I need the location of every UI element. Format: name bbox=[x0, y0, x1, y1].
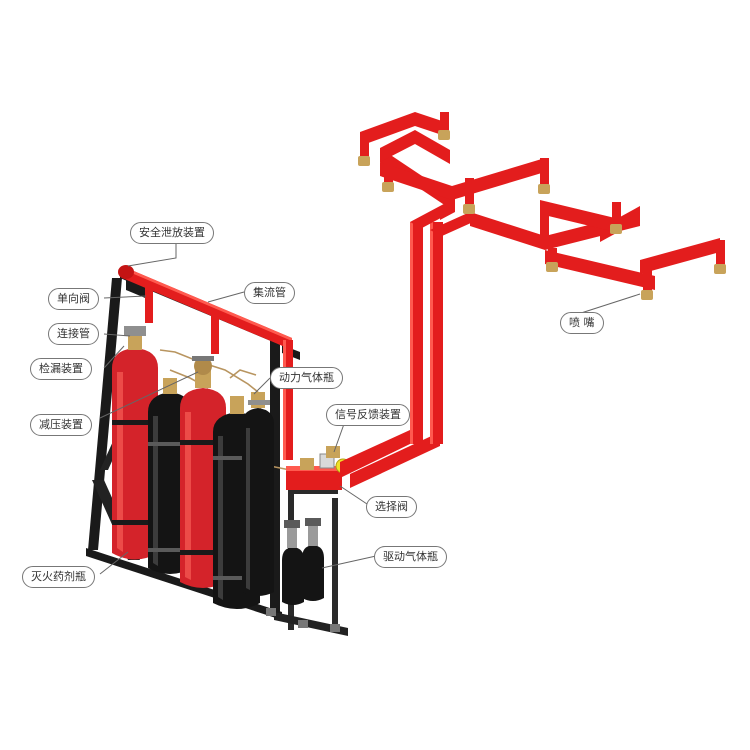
label-safety-relief-device: 安全泄放装置 bbox=[130, 222, 214, 244]
label-leak-detector: 检漏装置 bbox=[30, 358, 92, 380]
manifold-pipe bbox=[118, 265, 293, 460]
discharge-piping bbox=[340, 112, 725, 488]
label-connecting-pipe: 连接管 bbox=[48, 323, 99, 345]
label-power-gas-cylinder: 动力气体瓶 bbox=[270, 367, 343, 389]
selector-valve bbox=[286, 446, 351, 490]
label-nozzle: 喷 嘴 bbox=[560, 312, 604, 334]
nozzles bbox=[358, 130, 726, 300]
label-manifold: 集流管 bbox=[244, 282, 295, 304]
drive-gas-cylinders bbox=[282, 518, 324, 605]
label-pressure-reducer: 减压装置 bbox=[30, 414, 92, 436]
label-selector-valve: 选择阀 bbox=[366, 496, 417, 518]
label-check-valve: 单向阀 bbox=[48, 288, 99, 310]
label-drive-gas-cylinder: 驱动气体瓶 bbox=[374, 546, 447, 568]
power-gas-cylinder bbox=[242, 392, 274, 596]
agent-cylinder-back-red bbox=[112, 326, 158, 560]
leader-lines bbox=[99, 244, 641, 575]
label-signal-feedback-device: 信号反馈装置 bbox=[326, 404, 410, 426]
label-agent-cylinder: 灭火药剂瓶 bbox=[22, 566, 95, 588]
